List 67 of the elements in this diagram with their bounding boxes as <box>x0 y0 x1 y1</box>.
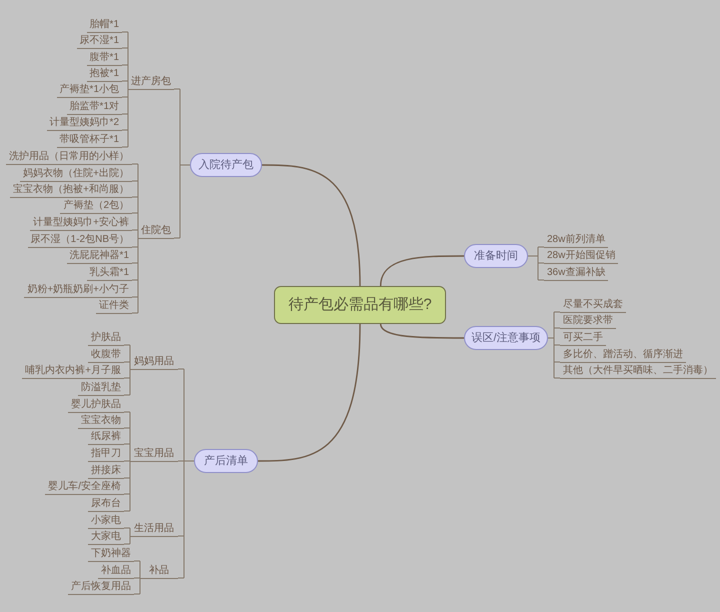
subtopic-label: 妈妈用品 <box>130 354 178 370</box>
bracket-connector <box>548 312 560 378</box>
item-label: 宝宝衣物（抱被+和尚服） <box>10 182 132 198</box>
subtopic-label: 生活用品 <box>130 522 178 536</box>
branch-curve <box>380 324 464 339</box>
item-label: 证件类 <box>96 298 132 314</box>
item-label: 其他（大件早买晒味、二手消毒） <box>560 364 716 378</box>
subtopic-label: 补品 <box>140 564 178 578</box>
item-label: 大家电 <box>88 530 124 544</box>
bracket-connector <box>132 164 138 314</box>
item-label: 护肤品 <box>88 330 124 346</box>
item-label: 多比价、蹭活动、循序渐进 <box>560 348 686 362</box>
item-label: 婴儿车/安全座椅 <box>45 480 124 494</box>
bracket-connector <box>122 32 128 148</box>
item-label: 可买二手 <box>560 330 606 346</box>
bracket-connector <box>124 528 130 544</box>
item-label: 胎帽*1 <box>86 18 122 32</box>
item-label: 带吸管杯子*1 <box>56 132 122 148</box>
item-label: 28w开始囤促销 <box>544 248 618 264</box>
topic-pill: 入院待产包 <box>190 153 262 177</box>
item-label: 产后恢复用品 <box>68 580 134 594</box>
item-label: 防溢乳垫 <box>78 380 124 396</box>
branch-curve <box>380 255 464 286</box>
topic-pill: 产后清单 <box>194 449 258 473</box>
item-label: 奶粉+奶瓶奶刷+小勺子 <box>24 282 132 298</box>
bracket-connector <box>124 344 130 396</box>
item-label: 抱被*1 <box>86 66 122 82</box>
item-label: 指甲刀 <box>88 446 124 462</box>
item-label: 腹带*1 <box>86 50 122 66</box>
item-label: 36w查漏补缺 <box>544 266 608 280</box>
item-label: 乳头霜*1 <box>86 266 132 280</box>
item-label: 下奶神器 <box>88 546 134 562</box>
bracket-connector <box>174 88 190 238</box>
item-label: 哺乳内衣内裤+月子服 <box>22 364 124 378</box>
bracket-connector <box>528 246 544 280</box>
item-label: 收腹带 <box>88 348 124 362</box>
item-label: 婴儿护肤品 <box>68 398 124 412</box>
topic-pill: 准备时间 <box>464 244 528 268</box>
topic-pill: 误区/注意事项 <box>464 326 548 350</box>
item-label: 洗护用品（日常用的小样） <box>6 150 132 164</box>
item-label: 产褥垫*1小包 <box>56 82 122 98</box>
item-label: 宝宝衣物 <box>78 414 124 428</box>
subtopic-label: 进产房包 <box>128 74 174 90</box>
item-label: 产褥垫（2包） <box>60 198 132 214</box>
item-label: 纸尿裤 <box>88 430 124 444</box>
item-label: 胎监带*1对 <box>66 100 122 114</box>
item-label: 尿不湿*1 <box>76 34 122 48</box>
bracket-connector <box>178 368 194 578</box>
branch-curve <box>262 164 361 286</box>
item-label: 尽量不买成套 <box>560 298 626 312</box>
subtopic-label: 住院包 <box>138 224 174 238</box>
item-label: 妈妈衣物（住院+出院） <box>20 166 132 182</box>
item-label: 28w前列清单 <box>544 232 608 248</box>
item-label: 洗屁屁神器*1 <box>66 248 132 264</box>
item-label: 医院要求带 <box>560 314 616 328</box>
item-label: 计量型姨妈巾*2 <box>46 116 122 130</box>
branch-curve <box>258 324 361 462</box>
item-label: 尿不湿（1-2包NB号） <box>28 232 132 248</box>
subtopic-label: 宝宝用品 <box>130 446 178 462</box>
item-label: 计量型姨妈巾+安心裤 <box>30 216 132 230</box>
item-label: 尿布台 <box>88 496 124 512</box>
item-label: 小家电 <box>88 514 124 528</box>
bracket-connector <box>134 560 140 594</box>
item-label: 拼接床 <box>88 464 124 478</box>
central-topic-box: 待产包必需品有哪些? <box>274 286 446 324</box>
bracket-connector <box>124 412 130 512</box>
item-label: 补血品 <box>98 564 134 578</box>
